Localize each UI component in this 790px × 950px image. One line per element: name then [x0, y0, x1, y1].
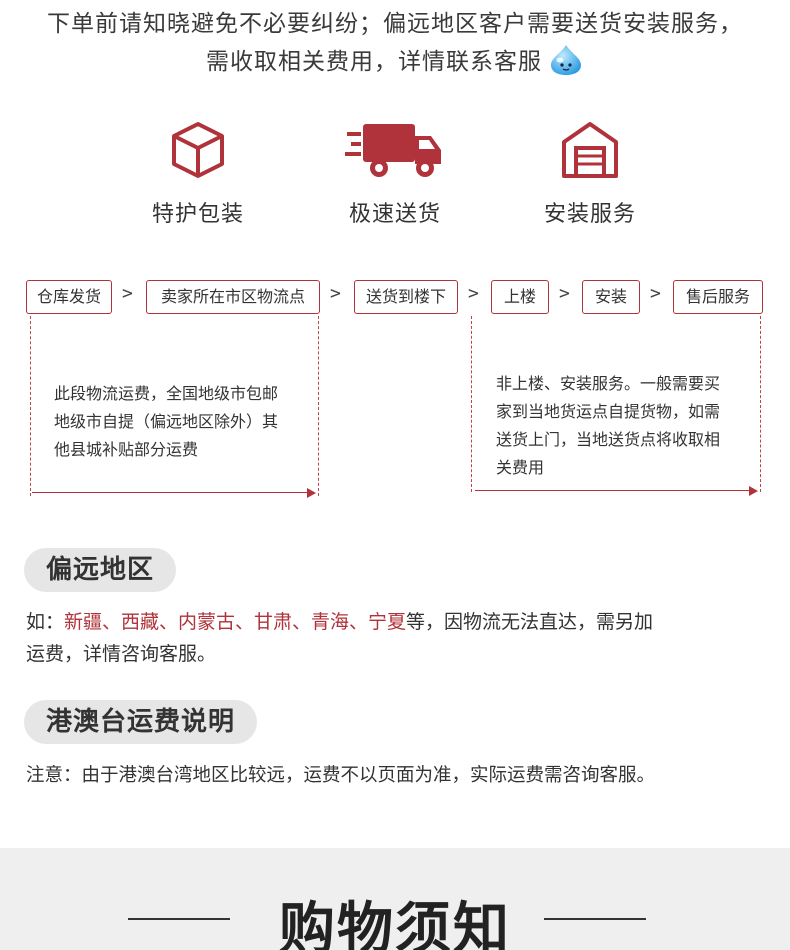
remote-line-1: 如：新疆、西藏、内蒙古、甘肃、青海、宁夏等，因物流无法直达，需另加 — [26, 606, 653, 638]
shopping-notice-title: 购物须知 — [279, 897, 511, 950]
left-flow-line — [32, 492, 308, 493]
desc-line: 家到当地货运点自提货物，如需 — [496, 402, 721, 421]
step-after-sales: 售后服务 — [673, 280, 763, 314]
right-flow-arrowhead — [749, 486, 758, 496]
step-upstairs: 上楼 — [491, 280, 549, 314]
feature-label: 特护包装 — [151, 202, 244, 227]
remote-line-2: 运费，详情咨询客服。 — [26, 643, 217, 665]
remote-regions: 新疆、西藏、内蒙古、甘肃、青海、宁夏 — [64, 611, 407, 633]
step-arrow: > — [559, 283, 570, 304]
step-arrow: > — [650, 283, 661, 304]
step-arrow: > — [330, 283, 341, 304]
left-description: 此段物流运费，全国地级市包邮 地级市自提（偏远地区除外）其 他县城补贴部分运费 — [54, 380, 278, 464]
footer-band — [0, 848, 790, 950]
warehouse-icon — [562, 122, 618, 178]
desc-line: 他县城补贴部分运费 — [54, 440, 199, 459]
remote-paragraph: 如：新疆、西藏、内蒙古、甘肃、青海、宁夏等，因物流无法直达，需另加 运费，详情咨… — [26, 606, 653, 670]
feature-packaging: 特护包装 — [113, 118, 283, 228]
remote-section-title: 偏远地区 — [24, 548, 177, 592]
hkmo-section-title: 港澳台运费说明 — [24, 700, 258, 744]
left-bracket-line — [318, 316, 319, 496]
title-rule-left — [128, 918, 230, 920]
remote-prefix: 如： — [26, 611, 65, 633]
feature-label: 安装服务 — [543, 202, 636, 227]
package-box-icon — [172, 122, 224, 178]
feature-label: 极速送货 — [348, 202, 441, 227]
notice-line-2-text: 需收取相关费用，详情联系客服 — [206, 49, 542, 75]
step-arrow: > — [468, 283, 479, 304]
right-description: 非上楼、安装服务。一般需要买 家到当地货运点自提货物，如需 送货上门，当地送货点… — [496, 370, 720, 482]
notice-line-2: 需收取相关费用，详情联系客服 — [0, 42, 790, 76]
left-bracket-line — [30, 316, 31, 496]
notice-line-1: 下单前请知晓避免不必要纠纷；偏远地区客户需要送货安装服务， — [47, 11, 743, 37]
desc-line: 此段物流运费，全国地级市包邮 — [54, 384, 279, 403]
right-flow-line — [475, 490, 750, 491]
desc-line: 关费用 — [496, 458, 545, 477]
desc-line: 地级市自提（偏远地区除外）其 — [54, 412, 279, 431]
service-mascot-icon[interactable] — [548, 44, 584, 76]
title-rule-right — [544, 918, 646, 920]
remote-suffix: 等，因物流无法直达，需另加 — [406, 611, 654, 633]
step-install: 安装 — [582, 280, 640, 314]
feature-fast-delivery: 极速送货 — [310, 118, 480, 228]
hkmo-paragraph: 注意：由于港澳台湾地区比较远，运费不以页面为准，实际运费需咨询客服。 — [26, 765, 656, 786]
step-warehouse-ship: 仓库发货 — [26, 280, 112, 314]
step-deliver-downstairs: 送货到楼下 — [354, 280, 458, 314]
delivery-truck-icon — [345, 124, 441, 177]
left-flow-arrowhead — [307, 488, 316, 498]
desc-line: 送货上门，当地送货点将收取相 — [496, 430, 721, 449]
right-bracket-line — [760, 316, 761, 492]
feature-installation: 安装服务 — [505, 118, 675, 228]
step-local-logistics: 卖家所在市区物流点 — [146, 280, 320, 314]
desc-line: 非上楼、安装服务。一般需要买 — [496, 374, 721, 393]
step-arrow: > — [122, 283, 133, 304]
right-bracket-line — [471, 316, 472, 492]
